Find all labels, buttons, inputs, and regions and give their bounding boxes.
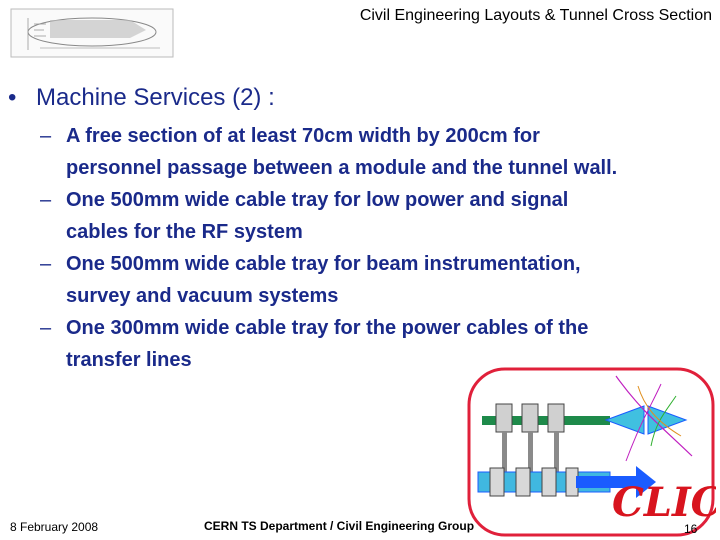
- page-number: 16: [684, 522, 698, 536]
- list-item-text: One 500mm wide cable tray for low power …: [66, 189, 569, 243]
- main-bullet: • Machine Services (2) :: [8, 84, 275, 112]
- footer-group: CERN TS Department / Civil Engineering G…: [204, 519, 475, 533]
- list-item: – One 300mm wide cable tray for the powe…: [40, 312, 620, 376]
- list-item-text: One 300mm wide cable tray for the power …: [66, 317, 589, 371]
- list-item: – A free section of at least 70cm width …: [40, 120, 620, 184]
- bullet-symbol: •: [8, 84, 17, 111]
- list-item: – One 500mm wide cable tray for low powe…: [40, 184, 620, 248]
- list-item-text: A free section of at least 70cm width by…: [66, 125, 618, 179]
- tunnel-layout-thumbnail: [10, 8, 174, 58]
- slide-header-title: Civil Engineering Layouts & Tunnel Cross…: [359, 7, 712, 24]
- dash-symbol: –: [40, 317, 52, 339]
- dash-symbol: –: [40, 189, 52, 211]
- footer-date: 8 February 2008: [10, 520, 99, 534]
- list-item: – One 500mm wide cable tray for beam ins…: [40, 248, 620, 312]
- main-heading: Machine Services (2) :: [36, 84, 275, 111]
- clic-logo: CLIC: [467, 367, 716, 537]
- list-item-text: One 500mm wide cable tray for beam instr…: [66, 253, 581, 307]
- sub-bullet-list: – A free section of at least 70cm width …: [40, 120, 620, 376]
- logo-text: CLIC: [612, 479, 716, 526]
- dash-symbol: –: [40, 253, 52, 275]
- dash-symbol: –: [40, 125, 52, 147]
